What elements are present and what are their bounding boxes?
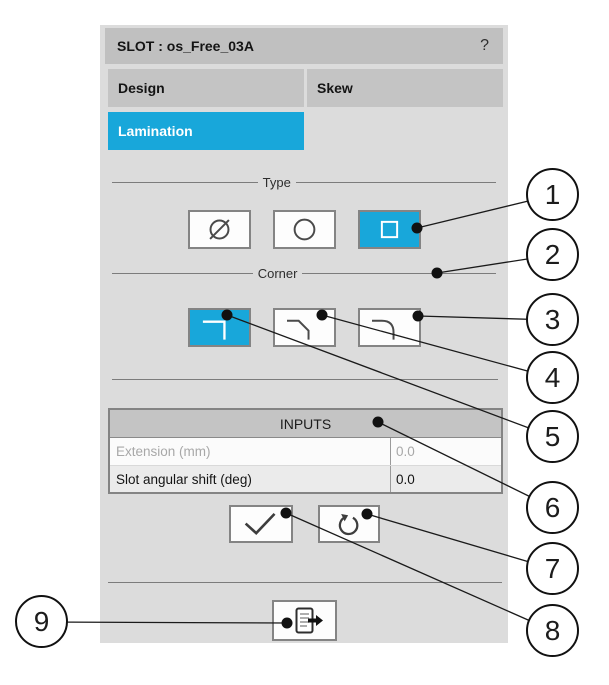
section-divider <box>112 379 498 380</box>
corner-round-button[interactable] <box>357 308 421 347</box>
callout-4: 4 <box>526 351 579 404</box>
inputs-table-header: INPUTS <box>110 410 501 438</box>
angular-shift-value-field[interactable]: 0.0 <box>390 466 501 492</box>
table-row-angular-shift: Slot angular shift (deg) 0.0 <box>110 465 501 492</box>
check-icon <box>244 512 275 535</box>
type-none-button[interactable] <box>187 210 251 249</box>
type-section-label: Type <box>262 174 291 190</box>
type-round-button[interactable] <box>272 210 336 249</box>
corner-chamfer-button[interactable] <box>272 308 336 347</box>
sharp-corner-icon <box>202 320 226 340</box>
circle-icon <box>293 218 315 241</box>
help-button[interactable]: ? <box>480 37 489 54</box>
tab-lamination-label: Lamination <box>118 123 193 139</box>
corner-options-row <box>100 308 508 347</box>
slot-properties-panel: SLOT : os_Free_03A ? Design Skew Laminat… <box>100 25 508 643</box>
footer-divider <box>108 582 502 583</box>
callout-2: 2 <box>526 228 579 281</box>
restore-icon <box>338 513 358 536</box>
square-icon <box>380 220 398 239</box>
tab-design[interactable]: Design <box>108 69 304 107</box>
type-section-divider: Type <box>112 174 496 190</box>
callout-1: 1 <box>526 168 579 221</box>
chamfer-corner-icon <box>286 319 310 340</box>
round-corner-icon <box>371 319 395 340</box>
extension-value-field: 0.0 <box>390 438 501 465</box>
callout-3: 3 <box>526 293 579 346</box>
corner-sharp-button[interactable] <box>187 308 251 347</box>
callout-7: 7 <box>526 542 579 595</box>
table-row-extension: Extension (mm) 0.0 <box>110 438 501 465</box>
slash-circle-icon <box>208 219 230 240</box>
tab-skew[interactable]: Skew <box>307 69 503 107</box>
export-button[interactable] <box>271 600 337 641</box>
inputs-table: INPUTS Extension (mm) 0.0 Slot angular s… <box>108 408 503 494</box>
callout-6: 6 <box>526 481 579 534</box>
tab-lamination[interactable]: Lamination <box>108 112 304 150</box>
tab-design-label: Design <box>118 80 165 96</box>
corner-section-divider: Corner <box>112 265 496 281</box>
panel-title: SLOT : os_Free_03A <box>117 38 254 54</box>
export-row <box>100 600 508 641</box>
restore-button[interactable] <box>317 505 380 543</box>
apply-button[interactable] <box>228 505 293 543</box>
panel-titlebar: SLOT : os_Free_03A ? <box>105 28 503 64</box>
callout-5: 5 <box>526 410 579 463</box>
angular-shift-label: Slot angular shift (deg) <box>116 471 252 487</box>
callout-8: 8 <box>526 604 579 657</box>
corner-section-label: Corner <box>257 265 298 281</box>
export-icon <box>295 607 323 634</box>
type-square-button[interactable] <box>357 210 421 249</box>
callout-9: 9 <box>15 595 68 648</box>
type-options-row <box>100 210 508 249</box>
action-buttons-row <box>100 505 508 543</box>
tab-skew-label: Skew <box>317 80 353 96</box>
extension-label: Extension (mm) <box>116 444 211 459</box>
